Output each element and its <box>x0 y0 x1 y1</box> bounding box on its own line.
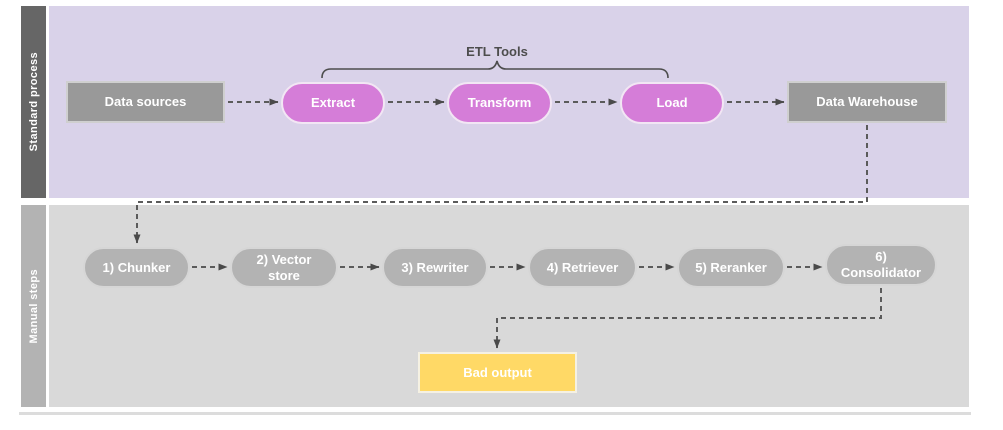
node-transform: Transform <box>447 82 552 124</box>
node-retriever: 4) Retriever <box>528 247 637 288</box>
node-vector-store: 2) Vector store <box>230 247 338 288</box>
node-data-sources: Data sources <box>66 81 225 123</box>
node-load-label: Load <box>656 95 688 110</box>
node-reranker-label: 5) Reranker <box>695 259 767 275</box>
node-extract: Extract <box>281 82 385 124</box>
node-vector-store-label: 2) Vector store <box>256 251 312 283</box>
canvas-bottom-divider <box>19 412 971 415</box>
etl-tools-brace-label: ETL Tools <box>466 44 528 59</box>
node-extract-label: Extract <box>310 95 356 110</box>
node-rewriter-label: 3) Rewriter <box>401 259 469 275</box>
node-load: Load <box>620 82 724 124</box>
node-bad-output-label: Bad output <box>463 364 532 380</box>
lane-header-manual-steps: Manual steps <box>21 205 46 407</box>
node-consolidator-label: 6) Consolidator <box>840 249 922 280</box>
node-data-warehouse: Data Warehouse <box>787 81 947 123</box>
node-consolidator: 6) Consolidator <box>825 244 937 286</box>
node-bad-output: Bad output <box>418 352 577 393</box>
node-data-sources-label: Data sources <box>104 94 187 109</box>
node-reranker: 5) Reranker <box>677 247 785 288</box>
node-rewriter: 3) Rewriter <box>382 247 488 288</box>
node-retriever-label: 4) Retriever <box>546 259 619 275</box>
node-data-warehouse-label: Data Warehouse <box>816 94 918 109</box>
node-chunker: 1) Chunker <box>83 247 190 288</box>
node-chunker-label: 1) Chunker <box>102 259 171 275</box>
lane-label-manual-steps: Manual steps <box>27 268 40 344</box>
lane-label-standard-process: Standard process <box>27 52 40 152</box>
lane-header-standard-process: Standard process <box>21 6 46 198</box>
node-transform-label: Transform <box>467 95 532 110</box>
